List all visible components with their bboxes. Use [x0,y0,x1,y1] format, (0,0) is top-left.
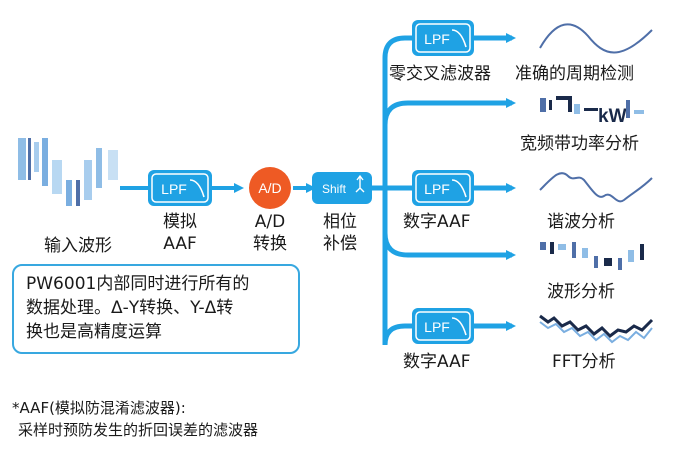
note-line-1: PW6001内部同时进行所有的 [26,274,250,294]
ad-converter-circle: A/D [249,167,291,209]
digital-aaf-label-1: 数字AAF [403,212,471,232]
fft-spectrum-thumbnail [539,314,654,344]
lpf-block-digital-aaf-1: LPF [412,170,474,206]
input-waveform [18,138,118,206]
output-label-fft-analysis: FFT分析 [552,352,616,372]
lpf-label: LPF [424,319,450,335]
shift-caption-1: 相位 [323,212,357,232]
footnote-line-2: 采样时预防发生的折回误差的滤波器 [18,421,259,439]
note-line-3: 换也是高精度运算 [26,322,162,342]
digital-aaf-label-2: 数字AAF [403,352,471,372]
sine-wave-thumbnail [539,23,653,54]
shift-caption-2: 补偿 [323,234,357,254]
footnote-line-1: *AAF(模拟防混淆滤波器): [12,399,186,417]
analog-aaf-caption-2: AAF [163,234,197,254]
input-waveform-label: 输入波形 [44,236,112,256]
note-line-2: 数据处理。Δ-Y转换、Y-Δ转 [26,298,234,318]
lpf-block-digital-aaf-2: LPF [412,308,474,344]
ad-caption-1: A/D [254,212,286,232]
power-unit: kW [598,106,627,127]
ad-caption-2: 转换 [253,234,287,254]
output-label-waveform-analysis: 波形分析 [547,282,615,302]
lpf-label: LPF [161,181,187,197]
phase-shift-block: Shift [312,172,372,204]
analog-aaf-caption-1: 模拟 [163,212,197,232]
output-label-power-analysis: 宽频带功率分析 [520,134,639,154]
shift-label: Shift [322,182,347,196]
lpf-label: LPF [424,31,450,47]
output-label-period-detection: 准确的周期检测 [515,64,634,84]
processing-note-box: PW6001内部同时进行所有的 数据处理。Δ-Y转换、Y-Δ转 换也是高精度运算 [12,264,300,354]
lpf-block-zero-cross: LPF [412,20,474,56]
output-label-harmonic-analysis: 谐波分析 [547,212,615,232]
ad-label: A/D [258,180,281,196]
power-thumbnail: kW [540,96,644,127]
waveform-thumbnail [540,242,644,270]
analog-lpf-block: LPF [148,170,212,206]
zero-cross-filter-label: 零交叉滤波器 [389,64,491,84]
lpf-label: LPF [424,181,450,197]
harmonic-wave-thumbnail [539,172,653,203]
